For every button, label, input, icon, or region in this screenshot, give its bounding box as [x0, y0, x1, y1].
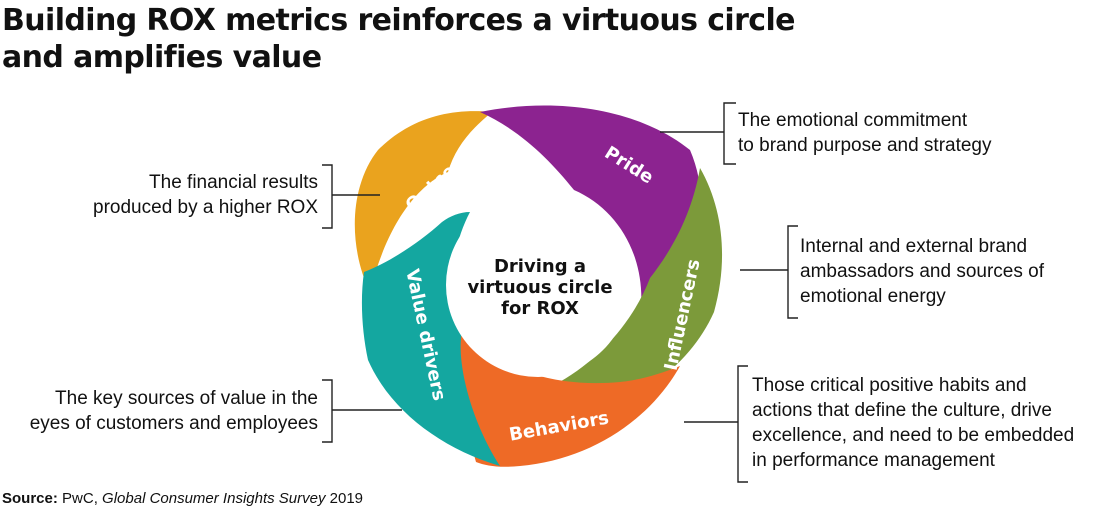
segment-influencers — [556, 168, 723, 394]
bracket-outcome — [322, 164, 333, 229]
callout-value-drivers-line-2: eyes of customers and employees — [29, 413, 318, 434]
center-text-line-3: for ROX — [501, 298, 579, 319]
center-text-line-1: Driving a — [494, 256, 586, 277]
callout-outcome: The financial results produced by a high… — [0, 170, 318, 220]
bracket-influencers — [787, 225, 798, 319]
bracket-behaviors — [737, 365, 748, 483]
callout-pride-line-2: to brand purpose and strategy — [738, 135, 992, 156]
callout-influencers-line-2: ambassadors and sources of — [800, 261, 1044, 282]
callout-pride-line-1: The emotional commitment — [738, 110, 968, 131]
callout-value-drivers-line-1: The key sources of value in the — [55, 388, 318, 409]
segment-pride — [480, 105, 702, 318]
callout-behaviors-line-1: Those critical positive habits and — [752, 375, 1027, 396]
source-note: Source: PwC, Global Consumer Insights Su… — [2, 490, 363, 507]
source-label: Source: — [2, 490, 58, 507]
callout-value-drivers: The key sources of value in the eyes of … — [0, 386, 318, 436]
bracket-value-drivers — [322, 379, 333, 443]
center-text-line-2: virtuous circle — [467, 277, 612, 298]
callout-influencers-line-3: emotional energy — [800, 286, 946, 307]
segment-value-drivers — [361, 212, 500, 466]
callout-behaviors-line-2: actions that define the culture, drive — [752, 400, 1052, 421]
page-title: Building ROX metrics reinforces a virtuo… — [2, 2, 902, 76]
source-publication: Global Consumer Insights Survey — [102, 490, 326, 507]
callout-influencers-line-1: Internal and external brand — [800, 236, 1028, 257]
callout-behaviors-line-3: excellence, and need to be embedded — [752, 425, 1075, 446]
callout-behaviors-line-4: in performance management — [752, 450, 995, 471]
callout-outcome-line-1: The financial results — [149, 172, 318, 193]
source-org: PwC, — [62, 490, 98, 507]
leader-lines — [322, 102, 798, 483]
title-line-1: Building ROX metrics reinforces a virtuo… — [2, 3, 795, 38]
center-circle — [446, 193, 630, 377]
source-year: 2019 — [329, 490, 364, 507]
bracket-pride — [723, 102, 736, 165]
callout-pride: The emotional commitment to brand purpos… — [738, 108, 992, 158]
callout-behaviors: Those critical positive habits and actio… — [752, 373, 1074, 473]
callout-outcome-line-2: produced by a higher ROX — [93, 197, 318, 218]
segment-outcome — [354, 111, 492, 292]
title-line-2: and amplifies value — [2, 40, 322, 75]
cycle-segments — [354, 105, 723, 467]
callout-influencers: Internal and external brand ambassadors … — [800, 234, 1044, 309]
